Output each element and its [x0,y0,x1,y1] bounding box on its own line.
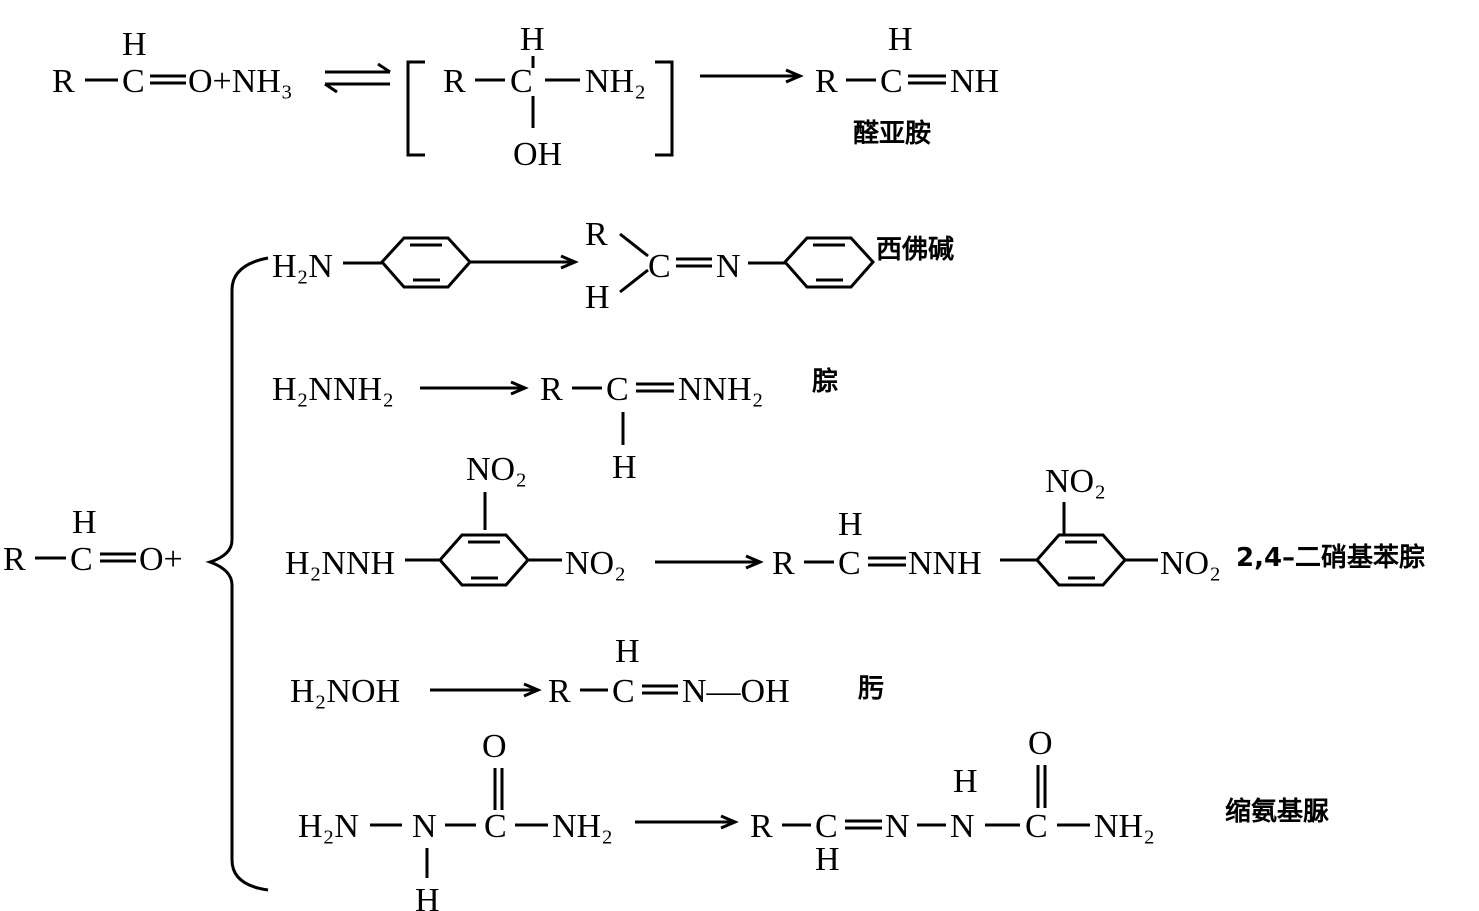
arrow-head [510,380,529,396]
atom-c: C [510,63,533,100]
atom-n: N [412,808,437,845]
atom-c: C [612,673,635,710]
atom-r: R [443,63,466,100]
atom-h: H [815,841,840,878]
atom-h: H [415,882,440,911]
atom-c: C [606,371,629,408]
oxime-reaction: H₂NOH R C H N—OH 肟 [290,633,884,710]
atom-n: N [950,808,975,845]
benzene-ring [782,236,876,289]
schiff-base-reaction: H₂N R H C N 西佛碱 [272,216,954,316]
atom-h: H [888,21,913,58]
bond [619,268,649,294]
reagent: H₂NNH₂ [272,371,394,408]
atom-c: C [815,808,838,845]
bracket-right [655,60,674,157]
group-nh: NH [950,63,999,100]
atom-r: R [548,673,571,710]
atom-c: C [648,248,671,285]
reagent: H₂N [272,248,333,285]
atom-h: H [838,506,863,543]
nitro-group: NO₂ [1160,545,1221,582]
brace [205,256,269,892]
atom-r: R [772,545,795,582]
arrow-head [720,814,739,830]
product-name: 肟 [858,674,884,704]
reactant-rest: O+ [139,541,183,578]
semicarbazone-reaction: H₂N N H C O NH₂ R C H N N H C O NH₂ 缩氨基脲 [298,725,1329,911]
atom-h: H [953,763,978,800]
atom-c: C [1025,808,1048,845]
hydrazone-reaction: H₂NNH₂ R C NNH₂ H 腙 [272,366,838,486]
aldehyde-reactant: R C H O+ [3,256,269,892]
atom-c: C [484,808,507,845]
atom-n: N [885,808,910,845]
arrow-head [324,82,338,94]
atom-h: H [612,449,637,486]
nitro-group: NO₂ [1045,463,1106,500]
group-oh: OH [513,136,562,173]
product-name: 西佛碱 [876,235,954,265]
atom-h: H [615,633,640,670]
atom-o: O [1028,725,1053,762]
reactant-rest: O+NH₃ [188,63,293,100]
atom-n: N [716,248,741,285]
atom-h: H [122,26,147,63]
product-name: 腙 [812,366,838,397]
aldimine-reaction: R C H O+NH₃ R C H NH₂ OH R C H NH 醛亚胺 [52,21,999,173]
group-nnh: NNH [908,545,982,582]
atom-r: R [540,371,563,408]
atom-r: R [815,63,838,100]
atom-o: O [482,728,507,765]
atom-c: C [838,545,861,582]
arrow-head [560,254,579,270]
atom-r: R [750,808,773,845]
bond [619,232,649,258]
atom-r: R [3,541,26,578]
group-nh2: NH₂ [1094,808,1155,845]
arrow-head [785,68,804,84]
atom-c: C [122,63,145,100]
bracket-left [406,60,425,157]
dnp-hydrazone-reaction: NO₂ H₂NNH NO₂ R C H NNH NO₂ NO₂ 2,4–二硝基苯… [285,451,1425,587]
atom-h: H [520,21,545,58]
atom-r: R [585,216,608,253]
product-name: 2,4–二硝基苯腙 [1236,542,1425,573]
product-name: 缩氨基脲 [1225,796,1329,827]
nitro-group: NO₂ [466,451,527,488]
group-h2n: H₂N [298,808,359,845]
group-nh2: NH₂ [585,63,646,100]
reagent: H₂NOH [290,673,400,710]
atom-h: H [585,279,610,316]
group-nh2: NH₂ [552,808,613,845]
arrow-head [745,554,764,570]
atom-r: R [52,63,75,100]
atom-h: H [72,504,97,541]
group-n-oh: N—OH [682,673,790,710]
group-nnh2: NNH₂ [678,371,764,408]
atom-c: C [880,63,903,100]
arrow-head [377,62,391,74]
atom-c: C [70,541,93,578]
arrow-head [523,682,542,698]
reagent: H₂NNH [285,545,395,582]
nitro-group: NO₂ [565,545,626,582]
product-name: 醛亚胺 [853,119,931,149]
